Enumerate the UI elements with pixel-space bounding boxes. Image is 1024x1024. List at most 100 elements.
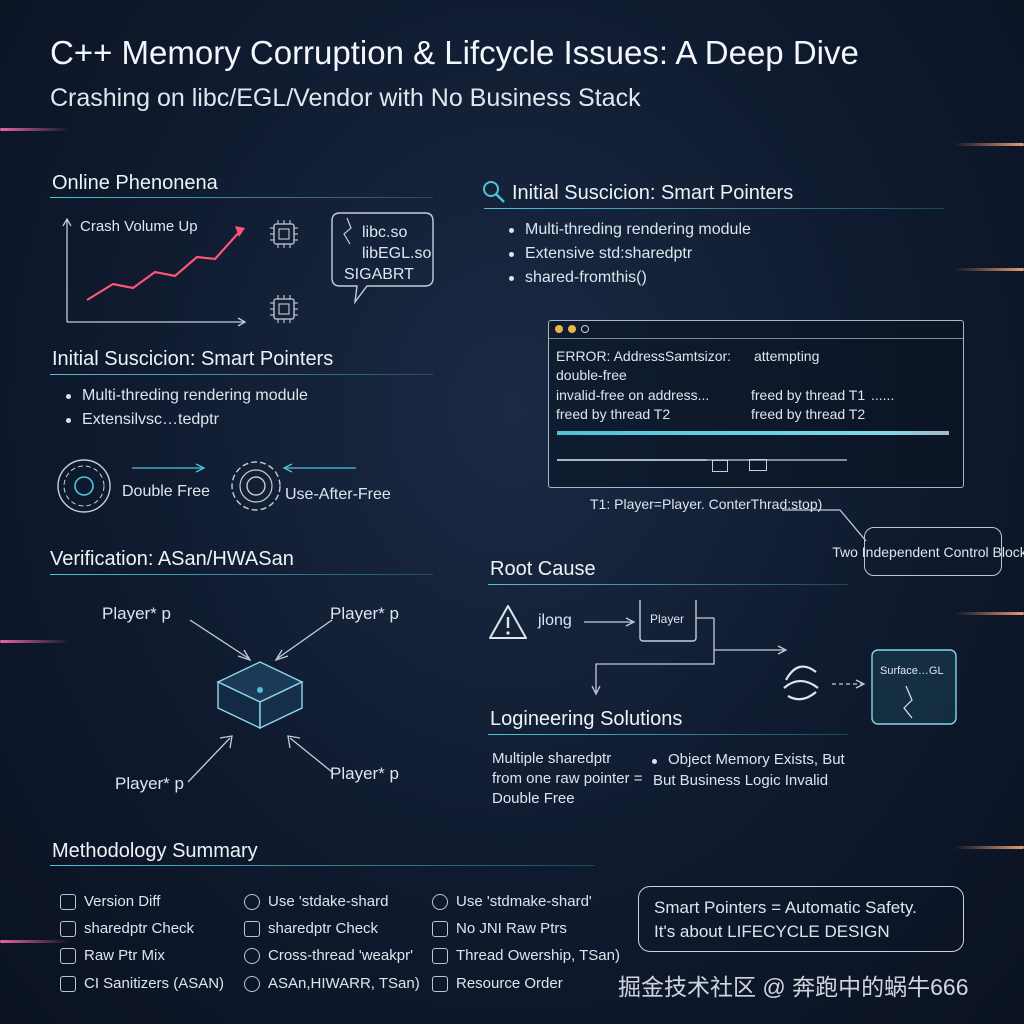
window-controls [555,325,589,333]
control-blocks-box: Two Independent Control Blocks [832,527,1024,576]
block-icon [432,920,448,937]
progress-track [557,431,949,435]
crack-icon [343,217,352,245]
speech-bubble [331,212,434,305]
bubble-line: libc.so [362,224,408,241]
memory-block-icon [216,661,304,730]
solution-line: from one raw pointer = [492,770,643,787]
surface-box [871,649,957,725]
bubble-line: libEGL.so [362,245,432,262]
terminal-line: freed by thread T1 [751,387,866,403]
pointer-label: Player* p [330,764,399,783]
methodology-heading: Methodology Summary [52,840,258,862]
suspicion-right-heading: Initial Suscicion: Smart Pointers [512,182,794,204]
callout-line: Smart Pointers = Automatic Safety. [654,898,917,917]
root-cause-heading: Root Cause [490,558,596,580]
list-item: Extensilvsc…tedptr [66,408,308,432]
section-rule [484,208,944,209]
page-subtitle: Crashing on libc/EGL/Vendor with No Busi… [50,84,641,112]
scroll-marker [712,460,728,472]
solution-line: Multiple sharedptr [492,750,612,767]
list-item: Multi-threding rendering module [66,384,308,408]
pointer-label: Player* p [102,604,171,623]
root-cause-diagram [489,600,957,725]
suspicion-left-list: Multi-threding rendering module Extensil… [60,384,308,432]
list-item: Object Memory Exists, But [652,749,845,771]
method-item: ASAn,HIWARR, TSan) [244,975,420,992]
callout-line: It's about LIFECYCLE DESIGN [654,922,890,941]
method-item: Cross-thread 'weakpr' [244,947,413,964]
suspicion-right-list: Multi-threding rendering module Extensiv… [503,218,751,290]
method-item: No JNI Raw Ptrs [432,920,567,937]
window-dot [581,325,589,333]
solution-line: Double Free [492,790,575,807]
method-item: sharedptr Check [60,920,194,937]
asan-terminal-window: ERROR: AddressSamtsizor: attempting doub… [548,320,964,488]
glow-streak [954,268,1024,271]
glow-streak [0,940,70,943]
method-item: Version Diff [60,893,160,910]
method-item: CI Sanitizers (ASAN) [60,975,224,992]
list-icon [60,920,76,937]
list-item: Extensive std:sharedptr [509,242,751,266]
method-item: Resource Order [432,975,563,992]
player-box [639,600,697,642]
gear-icon [57,459,111,513]
lock-icon [244,920,260,937]
glow-streak [0,640,70,643]
diff-icon [60,893,76,910]
shared-object-diagram [187,619,333,783]
grid-icon [60,947,76,964]
section-rule [488,734,848,735]
jlong-label: jlong [538,612,572,629]
terminal-line: freed by thread T2 [556,406,671,422]
pointer-label: Player* p [330,604,399,623]
surface-label: Surface…GL [880,665,944,677]
section-rule [50,197,433,198]
vendor-swirl-icon [783,665,819,701]
scroll-marker [749,459,767,471]
crash-trend-line [86,229,242,301]
crack-icon [903,685,913,719]
terminal-line: double-free [556,367,627,383]
terminal-line: freed by thread T2 [751,406,866,422]
chip-icon [270,220,298,248]
terminal-line: attempting [754,348,820,364]
user-icon [244,893,260,910]
link-icon [432,893,448,910]
method-item: Use 'stdmake-shard' [432,893,592,910]
watermark: 掘金技术社区 @ 奔跑中的蜗牛666 [618,974,969,1000]
terminal-line: ERROR: AddressSamtsizor: [556,348,732,364]
bubble-line: SIGABRT [344,266,414,283]
online-heading: Online Phenonena [52,172,218,194]
pointer-label: Player* p [115,774,184,793]
glow-streak [954,612,1024,615]
method-item: Raw Ptr Mix [60,947,165,964]
section-rule [50,374,433,375]
glow-streak [954,846,1024,849]
terminal-line: ...... [871,387,895,403]
suspicion-left-heading: Initial Suscicion: Smart Pointers [52,348,334,370]
solution-list: Object Memory Exists, But [646,749,845,771]
thread-icon [432,947,448,964]
verification-heading: Verification: ASan/HWASan [50,548,294,570]
connector-line [782,509,867,542]
target-icon [244,975,260,992]
search-icon [483,181,505,203]
section-rule [50,865,595,866]
terminal-line: invalid-free on address... [556,387,710,403]
section-rule [488,584,848,585]
solution-line: But Business Logic Invalid [653,772,829,789]
method-item: Thread Owership, TSan) [432,947,620,964]
gear-icon [231,461,281,511]
checkbox-icon [432,975,448,992]
crash-chart [62,212,434,327]
chart-label: Crash Volume Up [80,218,198,235]
lifecycle-callout: Smart Pointers = Automatic Safety. It's … [638,886,964,952]
player-label: Player [650,612,685,626]
section-rule [50,574,433,575]
control-blocks-text: Two Independent Control Blocks [832,543,1024,560]
page-title: C++ Memory Corruption & Lifcycle Issues:… [50,34,859,71]
chip-icon [270,295,298,323]
window-dot [568,325,576,333]
